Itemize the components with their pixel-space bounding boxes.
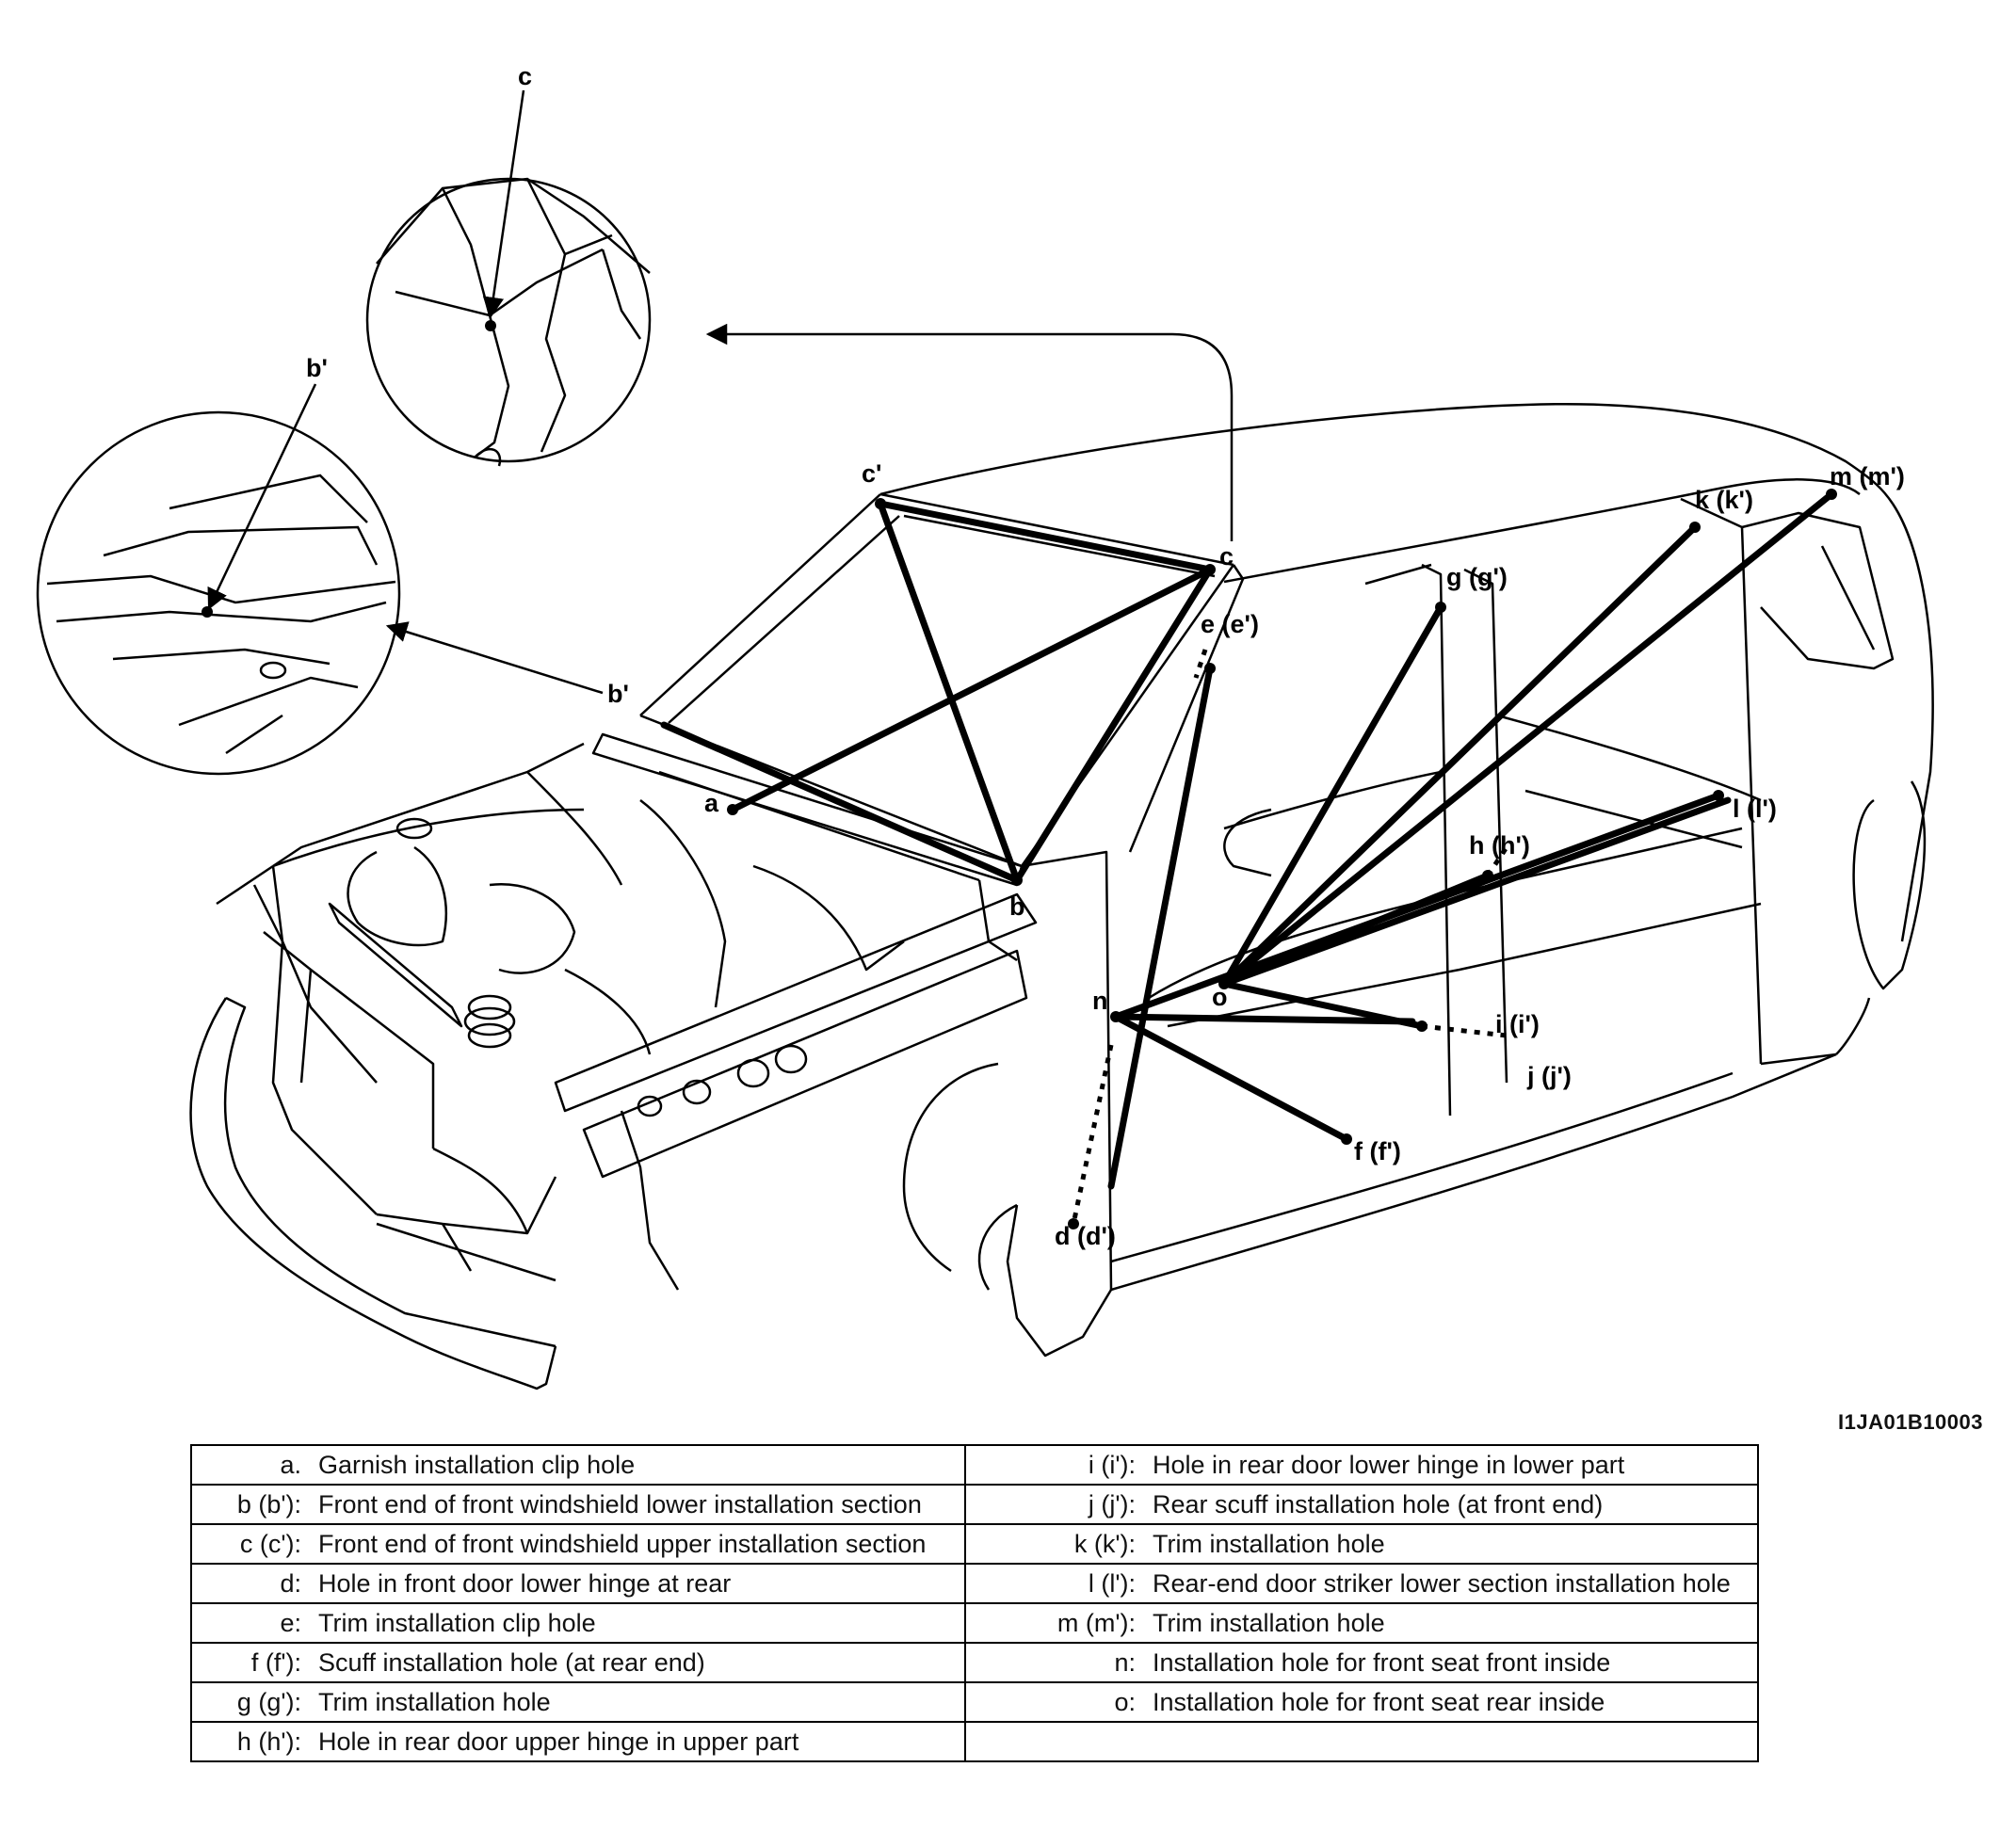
legend-key: n: <box>1114 1647 1136 1677</box>
legend-text: Installation hole for front seat rear in… <box>1153 1687 1605 1716</box>
legend-key: l (l'): <box>1088 1568 1136 1598</box>
legend-cell-right: o: Installation hole for front seat rear … <box>964 1681 1759 1723</box>
legend-cell-right <box>964 1721 1759 1762</box>
label-e: e (e') <box>1201 610 1259 638</box>
legend-key: i (i'): <box>1088 1450 1136 1479</box>
legend-cell-left: d: Hole in front door lower hinge at rear <box>190 1563 966 1604</box>
legend-cell-left: c (c'): Front end of front windshield upp… <box>190 1523 966 1565</box>
legend-key: b (b'): <box>236 1489 301 1519</box>
label-c: c <box>1219 542 1234 570</box>
legend-text: Hole in rear door lower hinge in lower p… <box>1153 1450 1625 1479</box>
point-c-detail <box>485 320 496 331</box>
measurement-points <box>727 489 1837 1229</box>
label-o: o <box>1212 983 1228 1011</box>
legend-row: a. Garnish installation clip hole i (i'):… <box>190 1444 1759 1486</box>
legend-key: a. <box>280 1450 301 1479</box>
label-l: l (l') <box>1733 795 1777 823</box>
legend-cell-left: b (b'): Front end of front windshield low… <box>190 1484 966 1525</box>
legend-row: e: Trim installation clip hole m (m'): Tri… <box>190 1602 1759 1644</box>
legend-cell-left: a. Garnish installation clip hole <box>190 1444 966 1486</box>
legend-cell-left: h (h'): Hole in rear door upper hinge in … <box>190 1721 966 1762</box>
legend-text: Rear-end door striker lower section inst… <box>1153 1568 1731 1598</box>
legend-text: Trim installation hole <box>318 1687 551 1716</box>
legend-cell-right: j (j'): Rear scuff installation hole (at … <box>964 1484 1759 1525</box>
legend-key: f (f'): <box>250 1647 301 1677</box>
legend-text: Installation hole for front seat front i… <box>1153 1647 1611 1677</box>
leader-c <box>482 89 525 319</box>
legend-key: g (g'): <box>236 1687 301 1716</box>
legend-row: h (h'): Hole in rear door upper hinge in … <box>190 1721 1759 1762</box>
legend-cell-right: n: Installation hole for front seat front… <box>964 1642 1759 1683</box>
label-m: m (m') <box>1830 462 1905 490</box>
legend-key: e: <box>280 1608 301 1637</box>
legend-text: Hole in rear door upper hinge in upper p… <box>318 1727 799 1756</box>
label-f: f (f') <box>1354 1137 1401 1165</box>
label-c-top: c <box>518 62 532 90</box>
label-k: k (k') <box>1695 486 1753 514</box>
legend-text: Front end of front windshield lower inst… <box>318 1489 922 1519</box>
legend-text: Trim installation hole <box>1153 1529 1385 1558</box>
label-i: i (i') <box>1495 1010 1540 1038</box>
legend-text: Trim installation hole <box>1153 1608 1385 1637</box>
legend-row: f (f'): Scuff installation hole (at rear … <box>190 1642 1759 1683</box>
label-a: a <box>704 789 719 817</box>
legend-cell-right: i (i'): Hole in rear door lower hinge in … <box>964 1444 1759 1486</box>
label-b-prime: b' <box>607 680 629 708</box>
car-body <box>189 403 1934 1390</box>
legend-cell-left: f (f'): Scuff installation hole (at rear … <box>190 1642 966 1683</box>
legend-text: Front end of front windshield upper inst… <box>318 1529 927 1558</box>
legend-cell-left: e: Trim installation clip hole <box>190 1602 966 1644</box>
detail-circle-c <box>365 177 652 467</box>
label-h: h (h') <box>1469 831 1530 860</box>
legend-key: m (m'): <box>1056 1608 1136 1637</box>
label-c-prime: c' <box>862 459 881 488</box>
legend-row: b (b'): Front end of front windshield low… <box>190 1484 1759 1525</box>
legend-table: a. Garnish installation clip hole i (i'):… <box>190 1444 1759 1762</box>
label-g: g (g') <box>1446 563 1508 591</box>
legend-text: Trim installation clip hole <box>318 1608 596 1637</box>
legend-cell-right: k (k'): Trim installation hole <box>964 1523 1759 1565</box>
legend-cell-right: l (l'): Rear-end door striker lower secti… <box>964 1563 1759 1604</box>
label-b: b <box>1009 892 1025 921</box>
hinge-dashes <box>1071 649 1509 1225</box>
label-j: j (j') <box>1526 1062 1572 1090</box>
legend-text: Hole in front door lower hinge at rear <box>318 1568 732 1598</box>
legend-key: d: <box>280 1568 301 1598</box>
legend-cell-right: m (m'): Trim installation hole <box>964 1602 1759 1644</box>
callout-arrow-b-prime <box>385 621 604 695</box>
legend-row: c (c'): Front end of front windshield upp… <box>190 1523 1759 1565</box>
legend-text: Scuff installation hole (at rear end) <box>318 1647 705 1677</box>
label-b-prime-top: b' <box>306 354 328 382</box>
legend-key: o: <box>1114 1687 1136 1716</box>
legend-key: k (k'): <box>1073 1529 1136 1558</box>
legend-row: d: Hole in front door lower hinge at rear… <box>190 1563 1759 1604</box>
car-body-diagram: c b' b' c' c a b e (e') g (g') k (k') m … <box>36 62 1934 1390</box>
detail-circle-b-prime <box>36 410 401 776</box>
point-b-prime-detail <box>202 606 213 618</box>
legend-cell-left: g (g'): Trim installation hole <box>190 1681 966 1723</box>
leader-b-prime <box>207 383 317 611</box>
legend-row: g (g'): Trim installation hole o: Installa… <box>190 1681 1759 1723</box>
legend-text: Rear scuff installation hole (at front e… <box>1153 1489 1604 1519</box>
measurement-lines <box>660 490 1835 1190</box>
label-n: n <box>1092 987 1108 1015</box>
legend-key: c (c'): <box>239 1529 301 1558</box>
label-d: d (d') <box>1055 1222 1116 1250</box>
legend-key: j (j'): <box>1088 1489 1136 1519</box>
callout-arrow-c <box>705 323 1234 541</box>
figure-id: I1JA01B10003 <box>1837 1410 1983 1434</box>
legend-key: h (h'): <box>236 1727 301 1756</box>
legend-text: Garnish installation clip hole <box>318 1450 636 1479</box>
